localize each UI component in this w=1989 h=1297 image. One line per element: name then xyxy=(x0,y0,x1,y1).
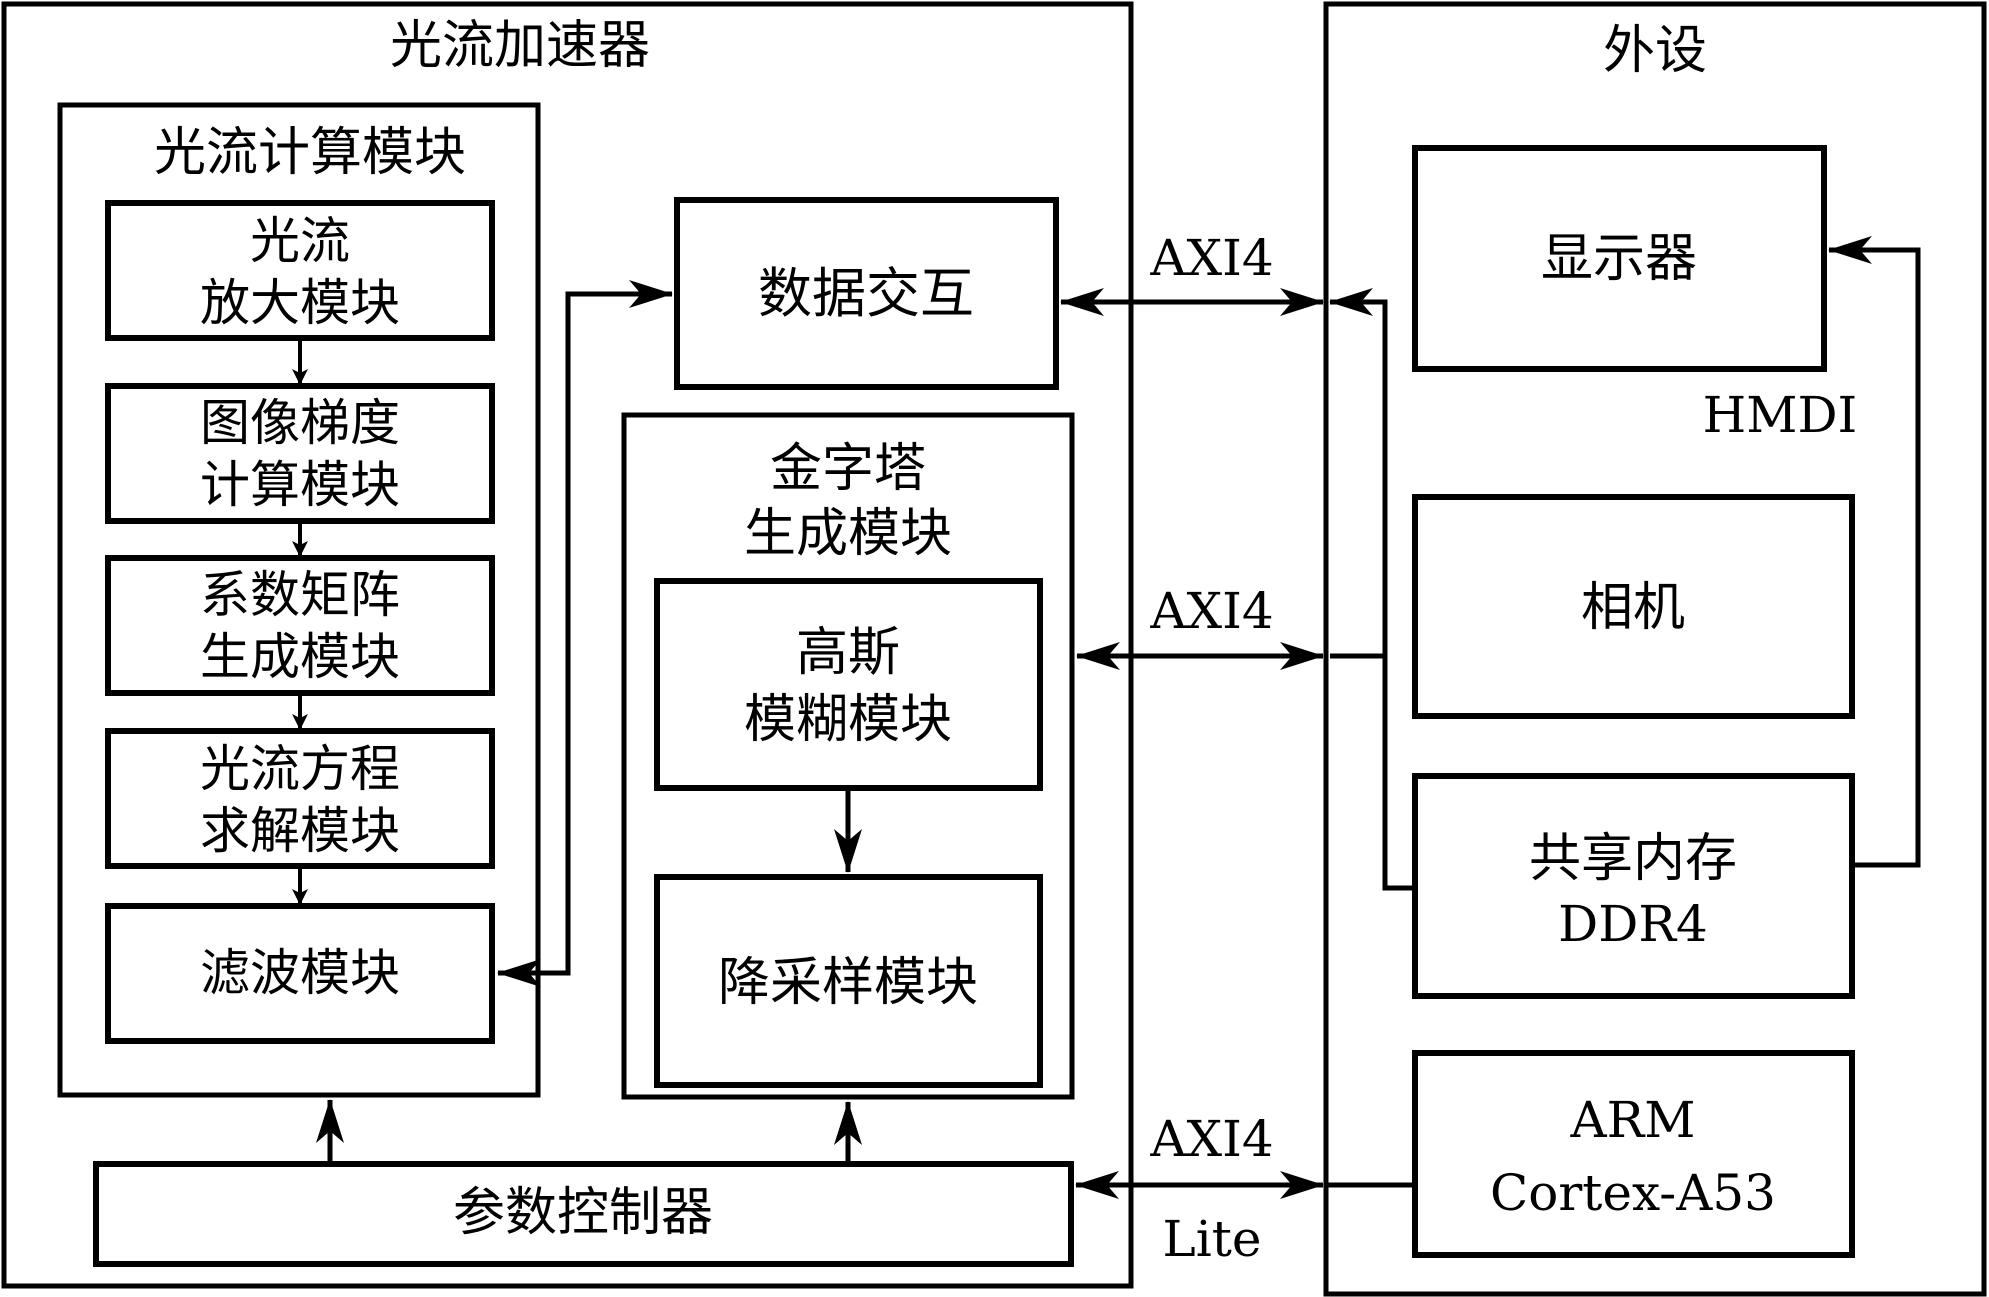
gaussian-blur-module xyxy=(654,578,1043,791)
coefficient-matrix-label-line1: 系数矩阵 xyxy=(200,566,400,624)
display-label: 显示器 xyxy=(1541,229,1697,289)
axi4-lite-label-line2: Lite xyxy=(1163,1210,1262,1268)
flow-upscale-label-line1: 光流 xyxy=(250,212,350,270)
display-block xyxy=(1412,145,1827,372)
axi4-top-label: AXI4 xyxy=(1149,229,1273,287)
coefficient-matrix-module xyxy=(105,555,495,696)
downsample-label: 降采样模块 xyxy=(718,953,978,1013)
coefficient-matrix-label-line2: 生成模块 xyxy=(200,628,400,686)
peripherals: 外设 显示器 相机 共享内存 DDR4 ARM Cortex-A53 xyxy=(1323,1,1987,1297)
optical-flow-compute-module: 光流计算模块 光流 放大模块 图像梯度 计算模块 系数矩阵 生成模块 光流方程 … xyxy=(57,102,541,1098)
axi4-middle-label: AXI4 xyxy=(1149,582,1273,640)
hdmi-label: HMDI xyxy=(1703,386,1858,444)
image-gradient-label-line2: 计算模块 xyxy=(200,456,400,514)
gaussian-blur-label-line2: 模糊模块 xyxy=(744,690,952,750)
data-exchange-block: 数据交互 xyxy=(674,197,1059,390)
arm-cpu-block xyxy=(1412,1050,1855,1258)
gaussian-blur-label-line1: 高斯 xyxy=(796,623,900,683)
image-gradient-module xyxy=(105,383,495,524)
axi4-lite-label-line1: AXI4 xyxy=(1149,1110,1273,1168)
filter-module-label: 滤波模块 xyxy=(200,944,400,1002)
flow-equation-label-line1: 光流方程 xyxy=(200,740,400,798)
data-exchange-label: 数据交互 xyxy=(758,262,974,325)
memory-to-display-hdmi-link xyxy=(1828,236,1921,868)
camera-label: 相机 xyxy=(1581,578,1685,638)
parameter-controller: 参数控制器 xyxy=(93,1161,1074,1267)
image-gradient-label-line1: 图像梯度 xyxy=(200,394,400,452)
flow-upscale-label-line2: 放大模块 xyxy=(200,274,400,332)
shared-memory-label-line2: DDR4 xyxy=(1558,895,1708,953)
pyramid-title-line1: 金字塔 xyxy=(770,439,926,499)
flow-upscale-module xyxy=(105,200,495,341)
accelerator-title: 光流加速器 xyxy=(390,16,650,76)
peripherals-title: 外设 xyxy=(1603,21,1707,81)
memory-bus-link xyxy=(1329,288,1415,891)
arm-label-line1: ARM xyxy=(1570,1091,1696,1149)
arm-label-line2: Cortex-A53 xyxy=(1490,1164,1776,1222)
camera-block xyxy=(1412,494,1855,719)
pyramid-generation-module: 金字塔 生成模块 高斯 模糊模块 降采样模块 xyxy=(621,412,1075,1100)
parameter-controller-label: 参数控制器 xyxy=(453,1183,713,1243)
filter-module xyxy=(105,903,495,1044)
pyramid-title-line2: 生成模块 xyxy=(744,504,952,564)
shared-memory-block xyxy=(1412,773,1855,999)
downsample-module xyxy=(654,874,1043,1088)
optical-flow-compute-title: 光流计算模块 xyxy=(154,123,466,183)
flow-equation-label-line2: 求解模块 xyxy=(200,802,400,860)
shared-memory-label-line1: 共享内存 xyxy=(1529,829,1737,889)
flow-equation-solver-module xyxy=(105,728,495,869)
filter-data-exchange-link xyxy=(497,280,673,987)
